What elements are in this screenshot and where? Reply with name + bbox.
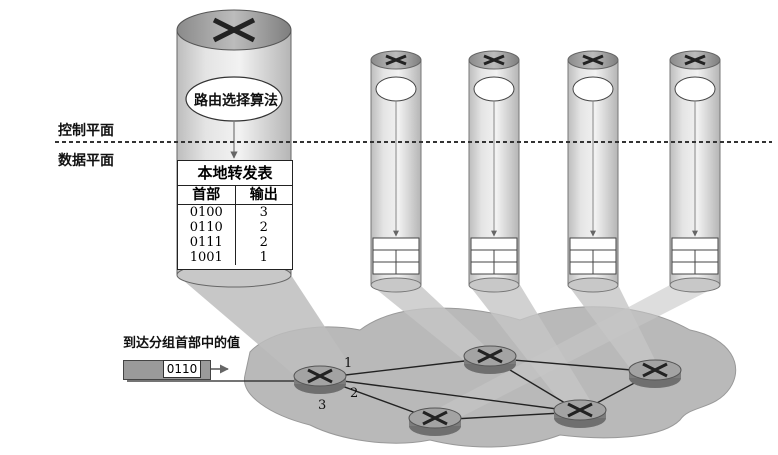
port-label-3: 3	[318, 398, 327, 413]
router-icon-bottom	[407, 406, 463, 438]
data-plane-label: 数据平面	[58, 153, 114, 169]
table-cell-prefix: 0111	[178, 235, 236, 250]
table-cell-output: 1	[259, 250, 268, 265]
beam-main	[177, 275, 350, 380]
column-header-output: 输出	[249, 187, 278, 203]
table-row: 0111 2	[178, 235, 292, 250]
router-cylinder-3	[468, 50, 520, 293]
packet-header-value: 0110	[163, 360, 201, 378]
router-icon-bottom-right	[552, 398, 608, 430]
router-icon-top	[462, 344, 518, 376]
port-label-2: 2	[350, 386, 359, 401]
table-cell-prefix: 0110	[178, 220, 236, 235]
table-row: 1001 1	[178, 250, 292, 265]
forwarding-table-header: 首部 输出	[178, 186, 292, 205]
forwarding-table-title: 本地转发表	[178, 161, 292, 186]
beam-3	[469, 285, 590, 408]
table-cell-output: 3	[259, 205, 268, 220]
table-cell-output: 2	[259, 235, 268, 250]
router-cylinder-4	[567, 50, 619, 293]
table-cell-prefix: 1001	[178, 250, 236, 265]
router-icon-right	[627, 358, 683, 390]
routing-algorithm-label: 路由选择算法	[194, 93, 278, 109]
forwarding-table: 本地转发表 首部 输出 0100 3 0110 2 0111 2 1001 1	[177, 160, 293, 270]
header-value-label: 到达分组首部中的值	[123, 336, 241, 351]
router-icon-main	[292, 364, 348, 396]
column-header-prefix: 首部	[178, 186, 236, 204]
table-row: 0110 2	[178, 220, 292, 235]
routing-algorithm-ellipse	[185, 76, 283, 122]
router-cylinder-5	[669, 50, 721, 293]
table-cell-output: 2	[259, 220, 268, 235]
port-label-1: 1	[344, 356, 353, 371]
beam-5	[420, 285, 720, 420]
table-row: 0100 3	[178, 205, 292, 220]
table-cell-prefix: 0100	[178, 205, 236, 220]
beam-2	[371, 285, 500, 365]
router-cylinder-2	[370, 50, 422, 293]
control-plane-label: 控制平面	[58, 123, 114, 139]
